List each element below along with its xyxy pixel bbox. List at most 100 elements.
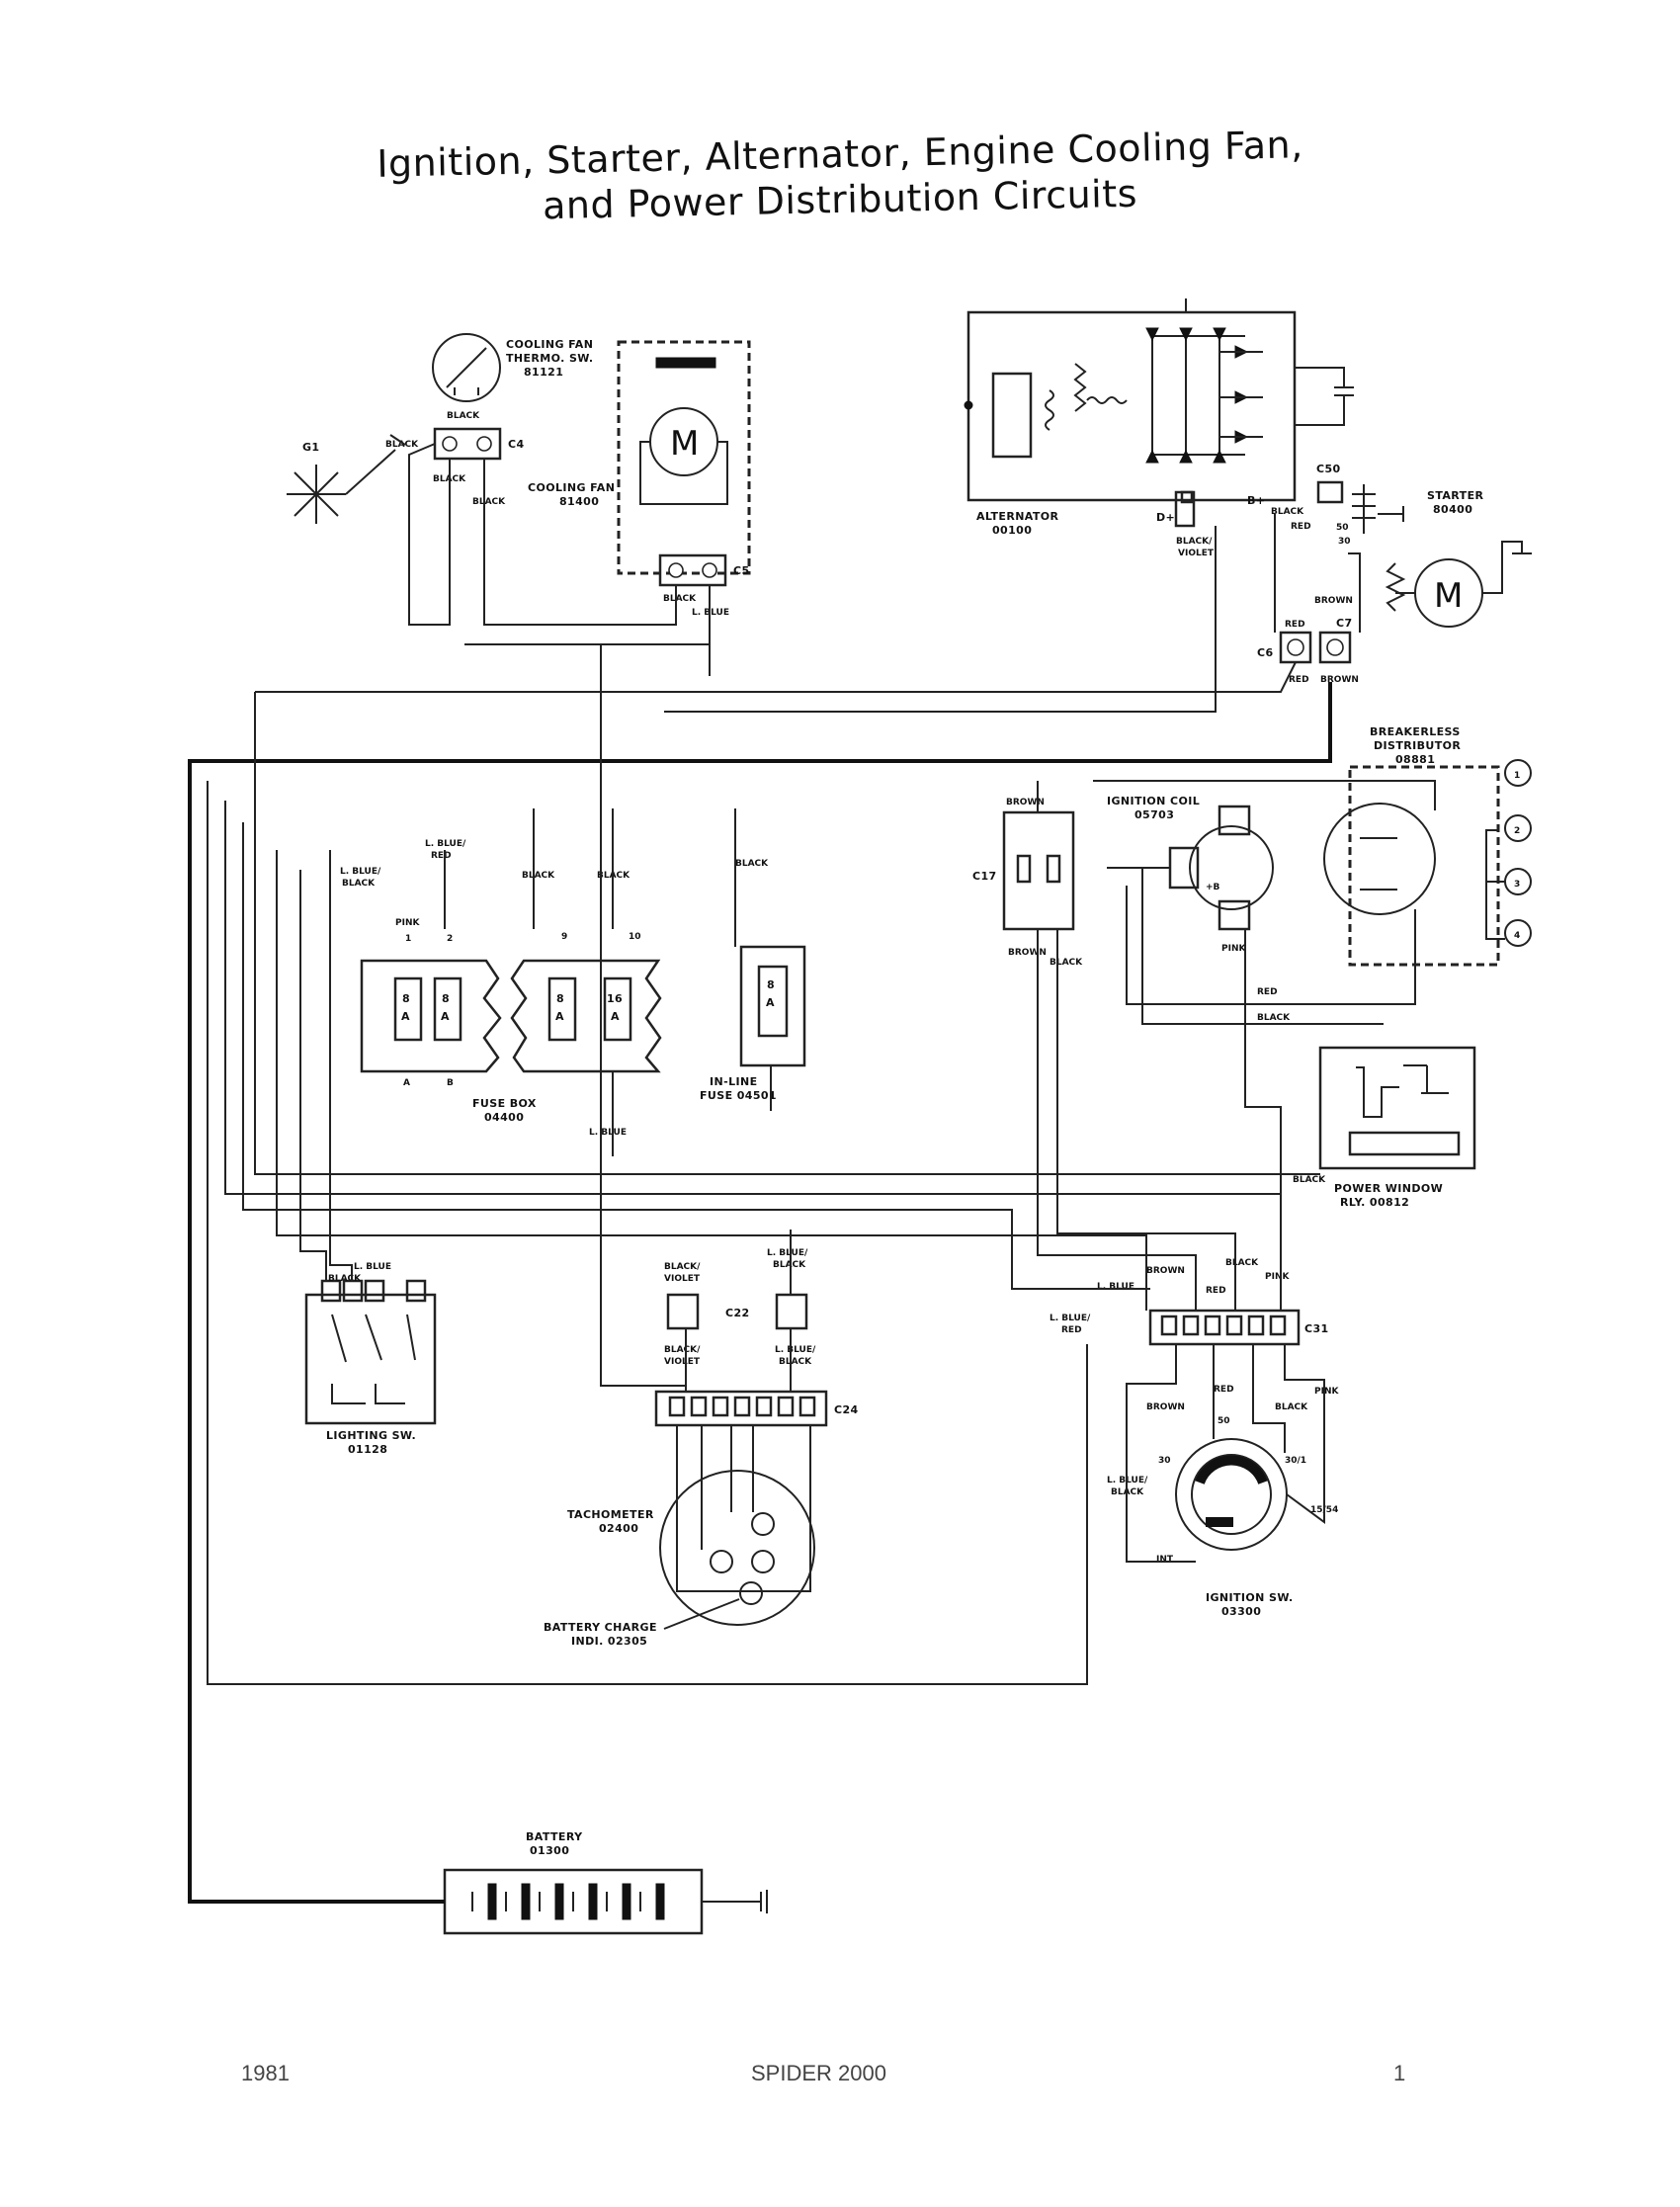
wire-label-l-blue: L. BLUE	[589, 1128, 627, 1138]
connector-c22: C22 BLACK/ VIOLET L. BLUE/ BLACK BLACK/ …	[664, 1248, 816, 1367]
ignition-coil-code: 05703	[1134, 808, 1174, 821]
wire-label-black: BLACK	[472, 497, 506, 507]
starter: C50 M STARTER 80400 50 30 RED BROWN BLAC…	[1271, 463, 1532, 628]
fuse1-a: A	[401, 1010, 410, 1023]
cooling-fan-code: 81400	[559, 495, 599, 508]
lighting-switch: LIGHTING SW. 01128 BLACK L. BLUE	[304, 1262, 437, 1456]
wire-label-violet: VIOLET	[664, 1274, 701, 1284]
wire-label-black: BLACK	[663, 594, 697, 604]
wire-label-black2: BLACK	[779, 1357, 812, 1367]
distributor-code: 08881	[1395, 753, 1435, 766]
battery-charge-label: BATTERY CHARGE	[544, 1621, 657, 1634]
wire-label-l-blue-red: L. BLUE/	[1050, 1314, 1091, 1323]
wire-label-pink: PINK	[395, 918, 420, 928]
c31-label: C31	[1304, 1322, 1329, 1335]
fuse-term-10: 10	[629, 932, 641, 942]
svg-text:M: M	[670, 424, 699, 464]
ignition-sw-code: 03300	[1221, 1605, 1261, 1618]
wire-label-black: BLACK	[1257, 1013, 1291, 1023]
terminal-50: 50	[1336, 523, 1349, 533]
wire-label-red: RED	[1214, 1385, 1234, 1395]
wire-label-violet: VIOLET	[664, 1357, 701, 1367]
wire-label-black: BLACK	[1275, 1402, 1308, 1412]
wire-label-brown: BROWN	[1320, 675, 1359, 685]
wiring	[188, 443, 1505, 1904]
wire-label-red2: RED	[1061, 1325, 1082, 1335]
footer-page-number: 1	[1393, 2061, 1406, 2085]
wire-label-l-blue: L. BLUE	[354, 1262, 391, 1272]
terminal-d-plus: D+	[1156, 511, 1175, 524]
wire-label-black: BLACK	[597, 871, 630, 881]
ground-g1-icon: G1	[287, 434, 406, 524]
wire-label-pink: PINK	[1265, 1272, 1290, 1282]
wire-label-black-violet: BLACK/	[1176, 537, 1213, 547]
wire-label-black: BLACK	[385, 440, 419, 450]
wire-label-red: RED	[1206, 1286, 1226, 1296]
c6-label: C6	[1257, 646, 1274, 659]
thermo-switch: COOLING FAN THERMO. SW. 81121 C4 BLACK B…	[385, 333, 594, 507]
ignition-switch: C31 IGNITION SW. 03300 30 50 30/1 15/54 …	[1050, 1258, 1339, 1618]
wire-label-black: BLACK	[1293, 1175, 1326, 1185]
wire-label-l-blue-red: L. BLUE/	[425, 839, 466, 849]
wire-label-black2: BLACK	[342, 879, 376, 889]
fuse-term-9: 9	[561, 932, 567, 942]
wire-label-l-blue-black: L. BLUE/	[767, 1248, 808, 1258]
power-window-label: POWER WINDOW	[1334, 1182, 1443, 1195]
wire-label-black: BLACK	[522, 871, 555, 881]
inline-fuse-label2: FUSE 04501	[700, 1089, 777, 1102]
fuse2-amp: 8	[442, 992, 450, 1005]
wire-label-l-blue: L. BLUE	[692, 608, 729, 618]
wire-label-black-violet: BLACK/	[664, 1262, 701, 1272]
wire-label-black: BLACK	[1050, 958, 1083, 968]
inline-fuse-amp: 8	[767, 978, 775, 991]
wire-label-l-blue-black: L. BLUE/	[340, 867, 381, 877]
power-window-relay: POWER WINDOW RLY. 00812 BLACK	[1293, 1046, 1476, 1209]
cooling-fan: M COOLING FAN 81400 C5 BLACK L. BLUE	[528, 340, 751, 618]
dist-term-2: 2	[1514, 826, 1520, 836]
fuse-term-a: A	[403, 1078, 410, 1088]
wire-label-red: RED	[1291, 522, 1311, 532]
wire-label-black-violet: BLACK/	[664, 1345, 701, 1355]
fuse-term-1: 1	[405, 934, 411, 944]
wire-label-black: BLACK	[447, 411, 480, 421]
wire-label-red: RED	[1257, 987, 1278, 997]
wire-label-red: RED	[1285, 620, 1305, 630]
fuse-term-b: B	[447, 1078, 454, 1088]
wire-label-violet: VIOLET	[1178, 549, 1215, 558]
thermo-switch-label: COOLING FAN	[506, 338, 593, 351]
wire-label-l-blue-black: L. BLUE/	[775, 1345, 816, 1355]
term-50: 50	[1218, 1416, 1230, 1426]
thermo-switch-label2: THERMO. SW.	[506, 352, 594, 365]
alternator-label: ALTERNATOR	[976, 510, 1059, 523]
power-window-label2: RLY. 00812	[1340, 1196, 1409, 1209]
lighting-sw-code: 01128	[348, 1443, 387, 1456]
fuse10-amp: 16	[607, 992, 623, 1005]
coil-plus-b: +B	[1206, 883, 1220, 892]
connector-c6-c7: C6 C7 RED RED BROWN	[1257, 617, 1359, 685]
wire-label-l-blue-black: L. BLUE/	[1107, 1476, 1148, 1485]
inline-fuse-a: A	[766, 996, 775, 1009]
battery: BATTERY 01300	[443, 1830, 768, 1935]
wire-label-brown: BROWN	[1008, 948, 1047, 958]
c7-label: C7	[1336, 617, 1353, 630]
wire-label-l-blue: L. BLUE	[1097, 1282, 1134, 1292]
svg-text:M: M	[1434, 576, 1463, 616]
battery-charge-label2: INDI. 02305	[571, 1635, 647, 1648]
c24-label: C24	[834, 1403, 859, 1416]
wire-label-black: BLACK	[1225, 1258, 1259, 1268]
c17-label: C17	[972, 870, 997, 883]
fuse9-amp: 8	[556, 992, 564, 1005]
wire-label-pink: PINK	[1314, 1387, 1339, 1397]
wire-label-black: BLACK	[328, 1274, 362, 1284]
tachometer-label: TACHOMETER	[567, 1508, 654, 1521]
wire-label-red2: RED	[431, 851, 452, 861]
c4-label: C4	[508, 438, 525, 451]
distributor-label2: DISTRIBUTOR	[1374, 739, 1461, 752]
fuse9-a: A	[555, 1010, 564, 1023]
wire-label-black: BLACK	[735, 859, 769, 869]
wire-label-black: BLACK	[1271, 507, 1304, 517]
wire-label-brown: BROWN	[1006, 798, 1045, 807]
fuse-box-code: 04400	[484, 1111, 524, 1124]
terminal-30: 30	[1338, 537, 1351, 547]
fuse-box: 8 A 8 A 8 A 16 A 1 2 9 10 A B FUSE BOX 0…	[340, 839, 662, 1138]
